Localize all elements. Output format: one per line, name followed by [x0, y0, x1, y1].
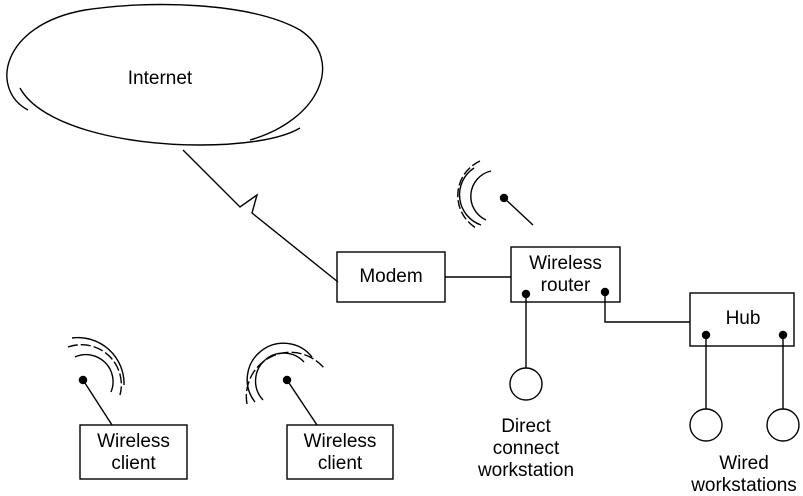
wired-workstation-node-2	[766, 408, 800, 442]
router-antenna	[457, 160, 534, 229]
direct-workstation-label: Direct connect workstation	[477, 416, 575, 481]
wired-workstation-links	[701, 330, 788, 409]
wireless-client-2-antenna	[245, 342, 325, 426]
hub-label: Hub	[725, 308, 761, 329]
wired-workstation-node-1	[689, 408, 723, 442]
internet-label: Internet	[127, 68, 193, 89]
internet-modem-link	[182, 149, 339, 283]
modem-label: Modem	[359, 266, 423, 287]
router-label: Wireless router	[529, 253, 602, 296]
wireless-client-1-antenna	[67, 336, 125, 426]
internet-cloud	[6, 3, 324, 146]
wired-workstations-label: Wired workstations	[691, 453, 797, 496]
router-box	[510, 246, 621, 303]
direct-workstation-node	[509, 367, 543, 401]
wireless-client-1-box	[79, 424, 188, 480]
router-hub-link	[600, 287, 690, 323]
wireless-client-2-box	[286, 424, 394, 480]
direct-workstation-link	[521, 289, 531, 368]
wireless-client-2-label: Wireless client	[303, 431, 377, 474]
wireless-client-1-label: Wireless client	[97, 431, 170, 474]
hub-box	[689, 292, 795, 347]
